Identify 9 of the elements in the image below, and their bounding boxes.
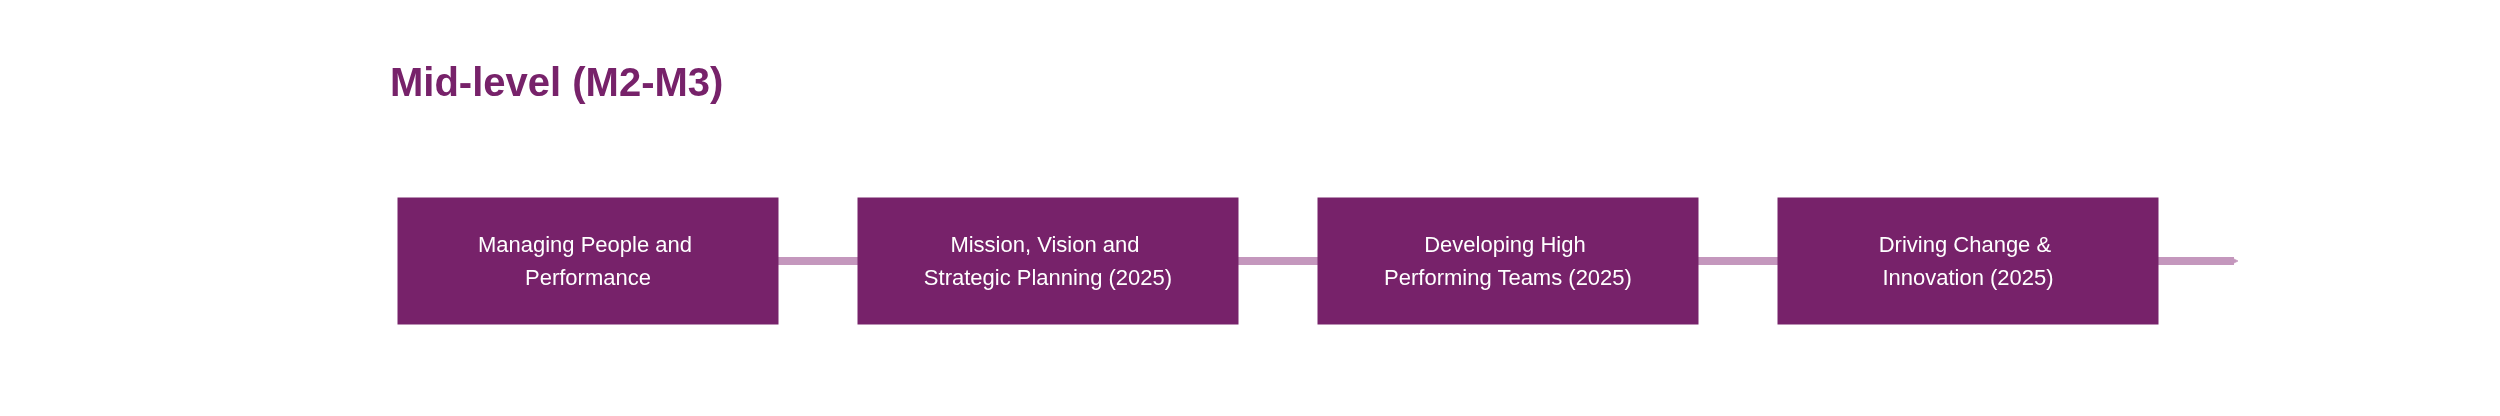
connector: [1698, 257, 1778, 265]
node-box: Mission, Vision and Strategic Planning (2025): [857, 197, 1239, 325]
connector: [778, 257, 858, 265]
connector: [1238, 257, 1318, 265]
node-box: Managing People and Performance: [397, 197, 779, 325]
node-box: Driving Change & Innovation (2025): [1777, 197, 2159, 325]
node-box: Developing High Performing Teams (2025): [1317, 197, 1699, 325]
diagram-title: Mid-level (M2-M3): [390, 60, 724, 105]
arrow: [2158, 256, 2239, 266]
